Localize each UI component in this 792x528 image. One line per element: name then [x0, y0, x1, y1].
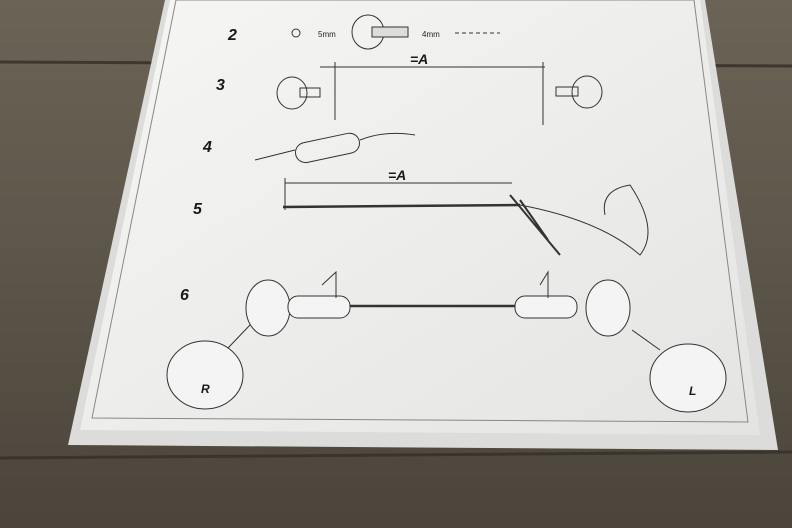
step-5-illustration: [282, 178, 649, 256]
step-3-number: 3: [216, 77, 225, 94]
step-6-illustration: [166, 270, 727, 413]
dim-4mm: 4mm: [422, 30, 440, 39]
step-5-number: 5: [193, 201, 203, 218]
step-4-number: 4: [202, 139, 212, 156]
dim-5mm: 5mm: [318, 30, 336, 39]
step-2-number: 2: [227, 27, 237, 44]
table-plank-seam: [0, 450, 792, 460]
step-3-illustration: [276, 62, 603, 125]
step-2-illustration: [291, 14, 500, 50]
step-6-number: 6: [180, 287, 189, 304]
right-marker-letter: R: [201, 382, 210, 396]
step-3-measure: =A: [410, 51, 428, 67]
step-4-illustration: [254, 132, 416, 164]
step-5-measure: =A: [388, 167, 406, 183]
left-marker-letter: L: [689, 384, 696, 398]
instruction-sheet: [68, 0, 778, 450]
